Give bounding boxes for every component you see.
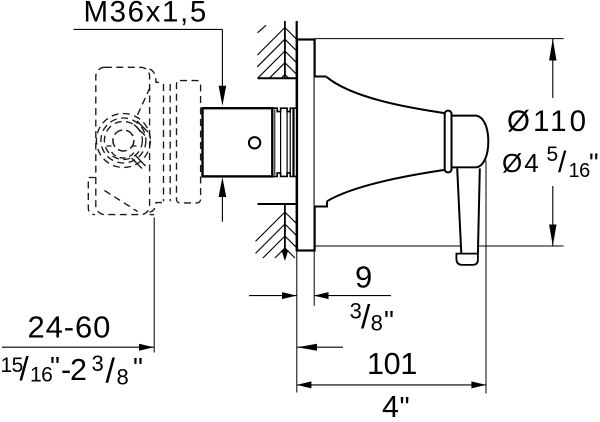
- svg-text:/: /: [20, 350, 30, 387]
- svg-text:16: 16: [569, 160, 591, 182]
- svg-text:": ": [589, 148, 599, 178]
- svg-text:4: 4: [382, 390, 399, 422]
- svg-text:": ": [50, 351, 60, 382]
- svg-text:8: 8: [371, 310, 383, 335]
- svg-text:3: 3: [350, 299, 362, 324]
- svg-text:24-60: 24-60: [28, 310, 112, 345]
- svg-text:15: 15: [1, 354, 23, 377]
- svg-text:3: 3: [92, 351, 104, 376]
- svg-text:/: /: [106, 353, 116, 391]
- svg-text:": ": [400, 392, 410, 422]
- svg-text:5: 5: [547, 143, 559, 166]
- svg-text:2: 2: [70, 353, 87, 387]
- svg-text:/: /: [361, 299, 371, 336]
- svg-text:/: /: [558, 146, 567, 179]
- svg-text:-: -: [61, 353, 71, 387]
- svg-text:Ø110: Ø110: [507, 105, 589, 138]
- svg-text:9: 9: [355, 260, 372, 295]
- svg-text:101: 101: [367, 347, 417, 381]
- svg-text:": ": [384, 305, 394, 336]
- svg-text:Ø4: Ø4: [502, 148, 541, 178]
- svg-text:8: 8: [117, 364, 129, 389]
- svg-text:M36x1,5: M36x1,5: [84, 0, 208, 29]
- svg-text:": ": [133, 352, 143, 383]
- svg-text:16: 16: [30, 364, 52, 387]
